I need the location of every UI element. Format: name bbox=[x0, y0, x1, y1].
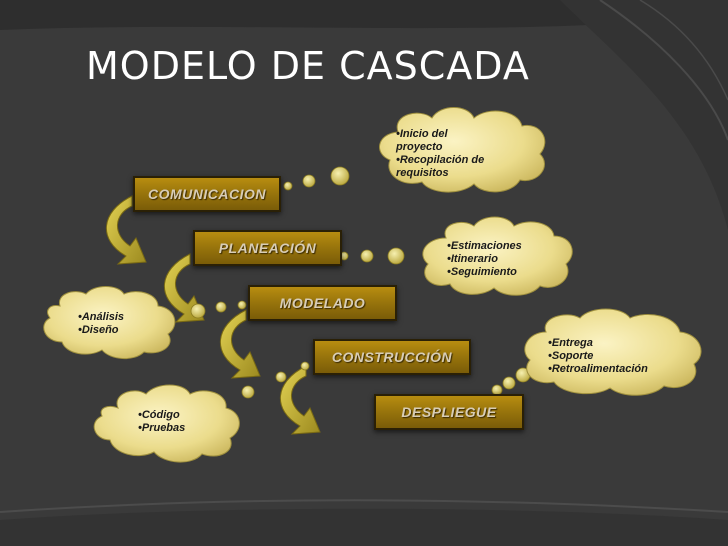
cloud-text-comunicacion: •Inicio del proyecto •Recopilación de re… bbox=[396, 128, 484, 180]
cloud-line: •Diseño bbox=[78, 324, 119, 336]
cloud-comunicacion bbox=[379, 107, 546, 193]
stage-construccion: CONSTRUCCIÓN bbox=[313, 339, 471, 375]
stage-despliegue: DESPLIEGUE bbox=[374, 394, 524, 430]
cloud-text-despliegue: •Entrega •Soporte •Retroalimentación bbox=[548, 337, 648, 376]
dot-trails bbox=[190, 166, 531, 399]
cloud-text-modelado: •Análisis •Diseño bbox=[78, 311, 124, 337]
stage-planeacion: PLANEACIÓN bbox=[193, 230, 342, 266]
cloud-line: proyecto bbox=[396, 141, 443, 153]
cloud-despliegue bbox=[524, 308, 702, 396]
cloud-construccion bbox=[93, 384, 240, 463]
cloud-line: •Recopilación de bbox=[396, 154, 485, 166]
cloud-text-planeacion: •Estimaciones •Itinerario •Seguimiento bbox=[447, 240, 522, 279]
cloud-line: •Inicio del bbox=[396, 128, 448, 140]
cloud-line: •Pruebas bbox=[138, 422, 186, 434]
cloud-text-construccion: •Código •Pruebas bbox=[138, 409, 185, 435]
cloud-line: •Entrega bbox=[548, 337, 593, 349]
stage-comunicacion: COMUNICACION bbox=[133, 176, 281, 212]
cloud-line: •Soporte bbox=[548, 350, 594, 362]
cloud-line: requisitos bbox=[396, 167, 449, 179]
cloud-line: •Código bbox=[138, 409, 180, 421]
cloud-line: •Análisis bbox=[78, 311, 125, 323]
page-title: MODELO DE CASCADA bbox=[86, 44, 530, 88]
stage-modelado: MODELADO bbox=[248, 285, 397, 321]
cloud-line: •Itinerario bbox=[447, 253, 498, 265]
cloud-modelado bbox=[43, 286, 176, 359]
cloud-line: •Estimaciones bbox=[447, 240, 522, 252]
cloud-line: •Seguimiento bbox=[447, 266, 517, 278]
cloud-planeacion bbox=[422, 216, 573, 296]
cascade-arrows bbox=[106, 195, 321, 435]
cloud-shapes bbox=[43, 107, 702, 463]
cloud-line: •Retroalimentación bbox=[548, 363, 648, 375]
